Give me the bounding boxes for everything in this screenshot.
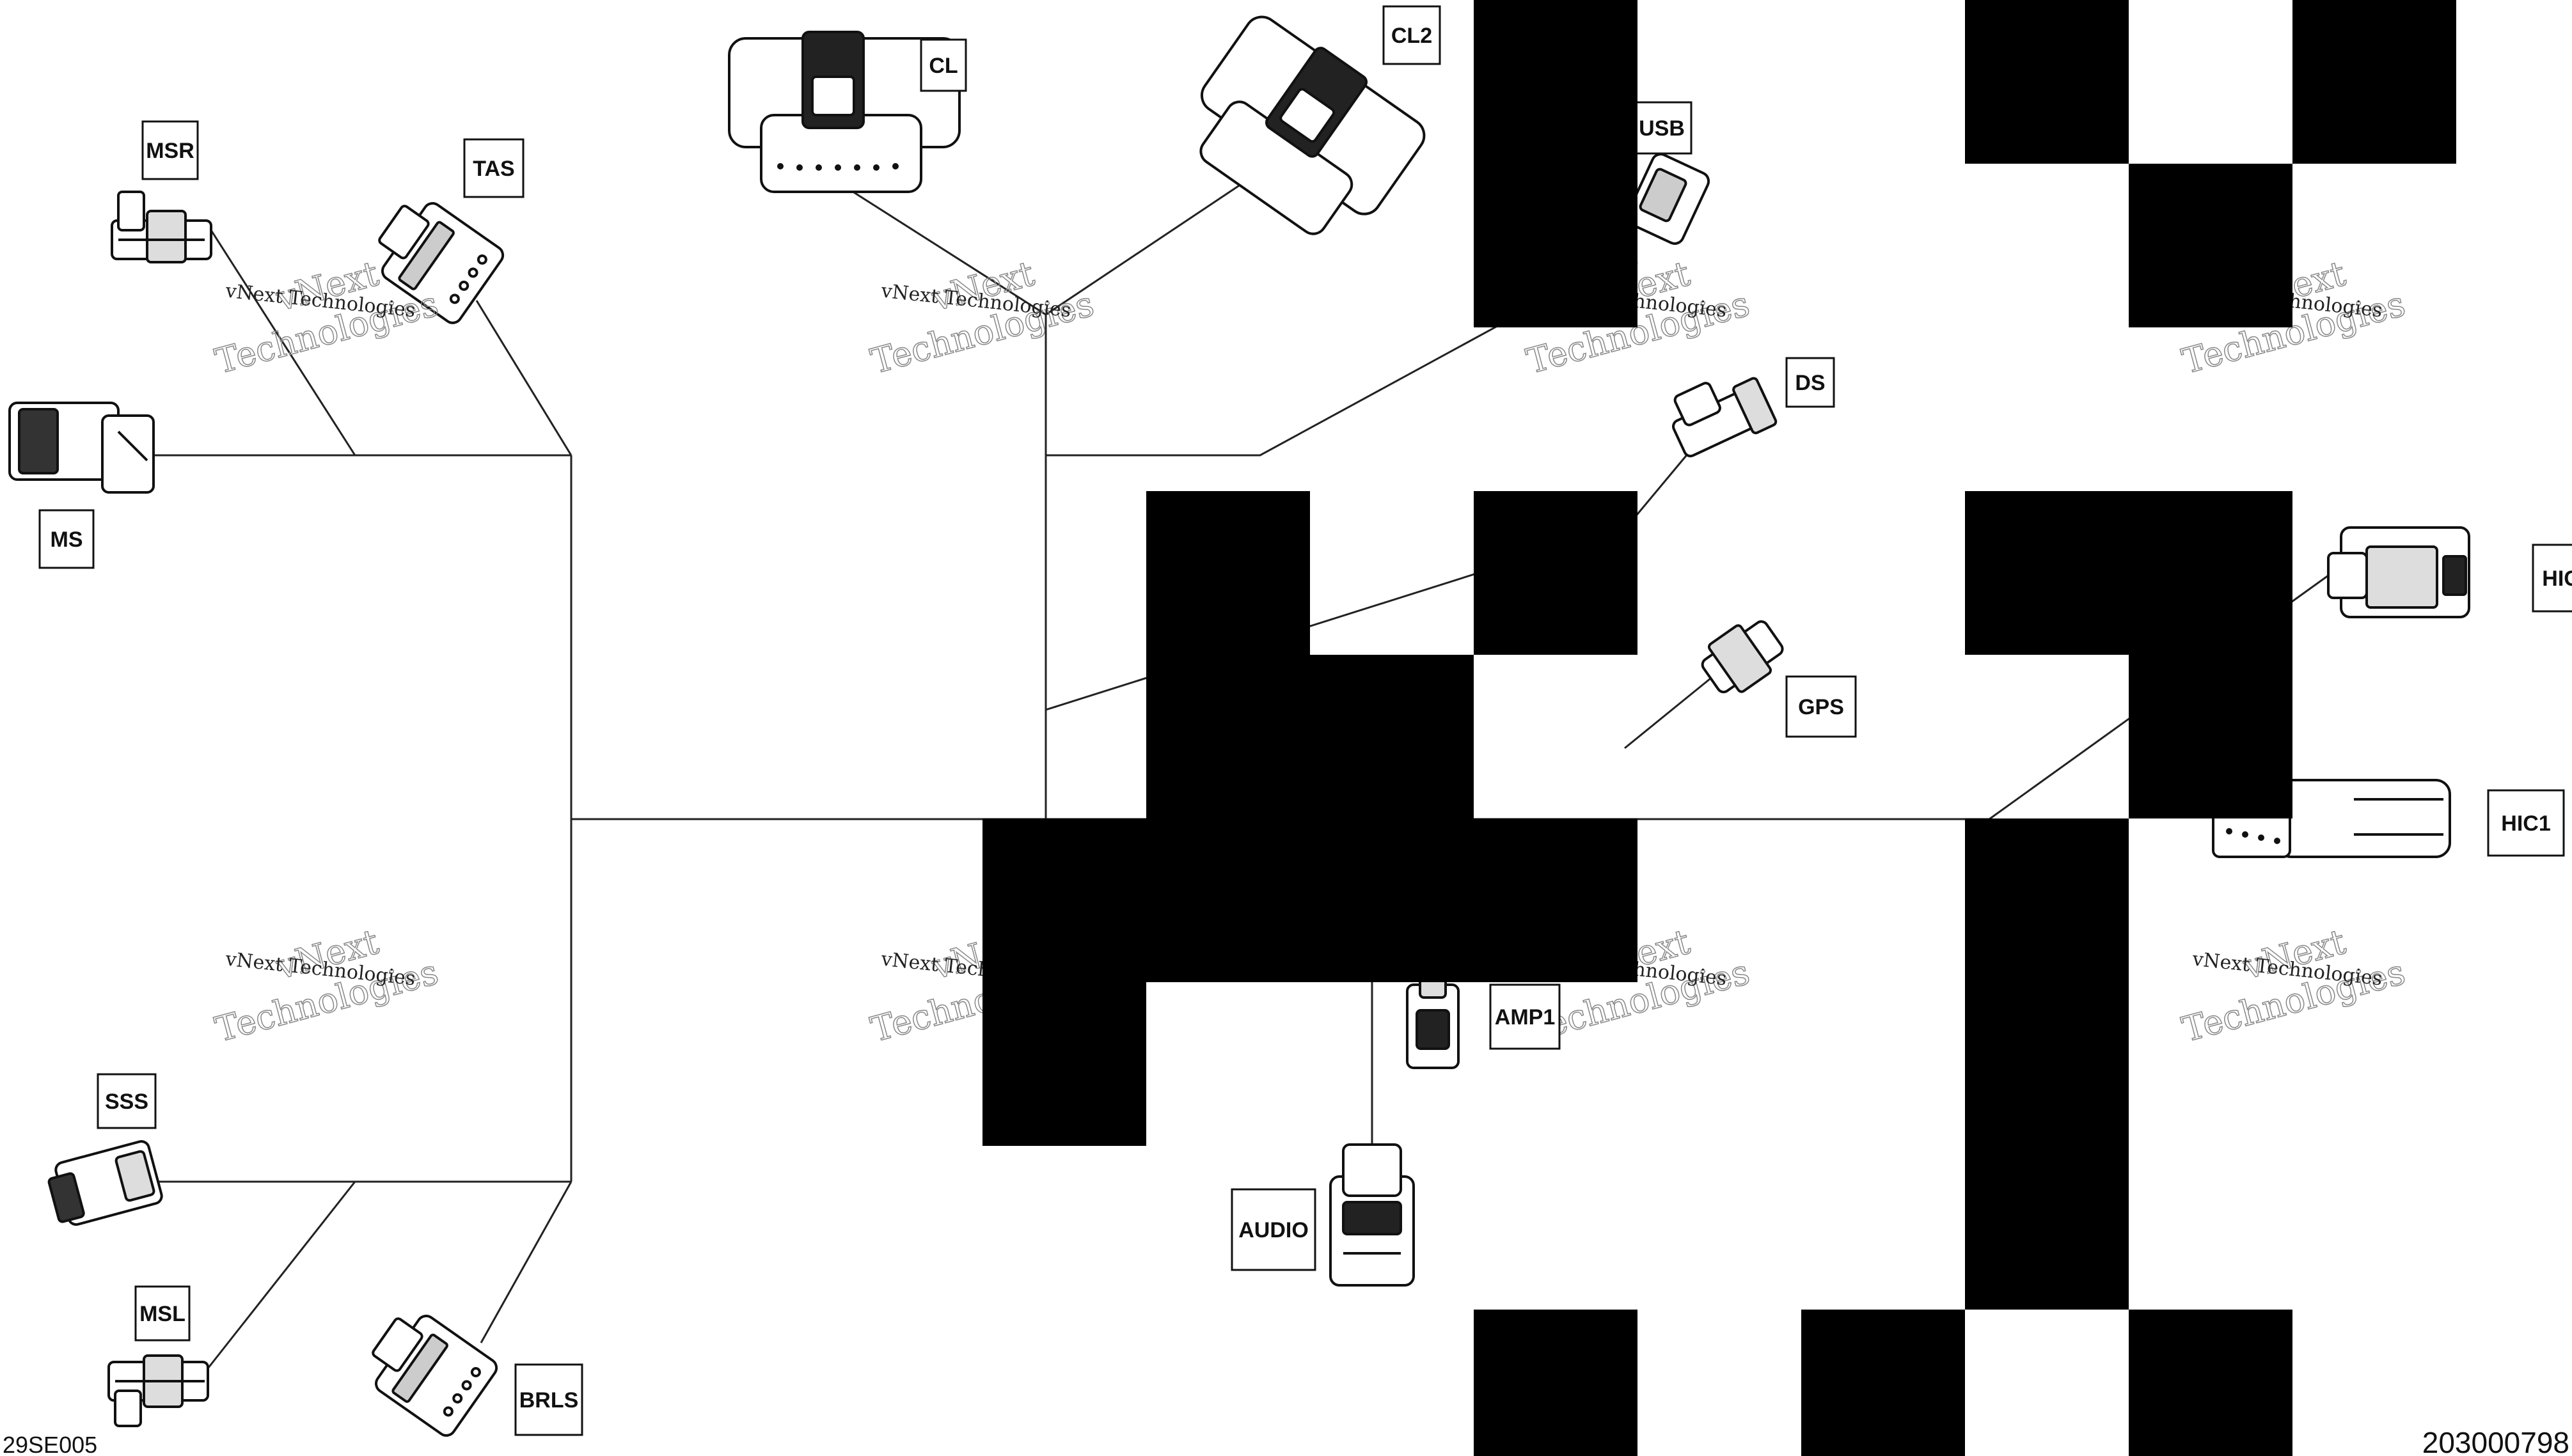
gps-connector-icon [1701,620,1784,694]
cl2-connector-icon [1199,15,1426,235]
redaction-block [1965,1146,2129,1310]
ms-label-text: MS [51,528,83,552]
ds-label: DS [1785,357,1835,408]
audio-connector-icon [1329,1143,1415,1287]
redaction-block [1474,1310,1637,1456]
hic1-label-text: HIC1 [2501,811,2550,836]
redaction-block [1474,164,1637,327]
tas-label: TAS [463,138,525,198]
ds-connector-icon [1671,377,1778,458]
gps-label-text: GPS [1798,695,1844,719]
redaction-block [1801,1310,1965,1456]
hic2-label: HIC2 [2532,544,2572,613]
cl2-label: CL2 [1382,5,1441,65]
msr-connector-icon [111,191,212,263]
tas-label-text: TAS [473,157,514,181]
redaction-block [1310,655,1474,818]
msr-label-text: MSR [146,139,194,163]
cl-connector-icon [728,31,961,193]
msl-connector-icon [107,1354,209,1427]
hic2-connector-icon [2327,526,2470,618]
usb-label: USB [1631,101,1692,155]
sss-label: SSS [97,1073,157,1129]
redaction-block [1146,491,1310,655]
tas-connector-icon [378,202,505,324]
redaction-blocks [982,0,2456,1456]
audio-label: AUDIO [1231,1188,1316,1271]
cl-branch-wire [837,181,1046,316]
msl-label: MSL [134,1285,191,1342]
ms-connector-icon [8,402,155,494]
redaction-block [2129,164,2292,327]
redaction-block [1965,982,2129,1146]
amp1-label-text: AMP1 [1495,1005,1555,1029]
msl-branch-wire [207,1181,356,1369]
cl2-label-text: CL2 [1391,24,1432,48]
redaction-block [2129,1310,2292,1456]
brls-label: BRLS [514,1363,583,1436]
msr-label: MSR [141,120,199,180]
redaction-block [1474,818,1637,982]
redaction-block [1310,818,1474,982]
usb-connector-icon [1625,153,1710,245]
brls-connector-icon [372,1315,498,1437]
redaction-block [2292,0,2456,164]
hic2-label-text: HIC2 [2542,567,2572,591]
drawing-code-left: 29SE005 [3,1432,97,1456]
gps-label: GPS [1785,675,1857,738]
redaction-block [1146,655,1310,818]
ms-label: MS [38,509,95,569]
drawing-code-right: 203000798 [2422,1426,2569,1456]
sss-connector-icon [47,1139,163,1226]
amp1-label: AMP1 [1489,983,1561,1050]
tas-branch-wire [475,300,572,456]
audio-label-text: AUDIO [1238,1218,1309,1242]
cl-label: CL [920,38,967,92]
redaction-block [1965,818,2129,982]
sss-label-text: SSS [105,1090,148,1114]
redaction-block [1965,0,2129,164]
usb-label-text: USB [1639,116,1685,141]
redaction-block [1474,491,1637,655]
ds-label-text: DS [1795,371,1825,395]
brls-label-text: BRLS [519,1388,579,1413]
redaction-block [1146,818,1310,982]
redaction-block [982,818,1146,982]
redaction-block [1965,491,2129,655]
brls-branch-wire [480,1181,572,1343]
redaction-block [2129,655,2292,818]
msl-label-text: MSL [139,1302,185,1326]
redaction-block [1474,0,1637,164]
cl-label-text: CL [929,54,958,78]
msr-branch-wire [210,230,356,456]
redaction-block [2129,491,2292,655]
hic1-label: HIC1 [2487,789,2565,857]
redaction-block [982,982,1146,1146]
cl2-branch-wire [1045,175,1254,316]
